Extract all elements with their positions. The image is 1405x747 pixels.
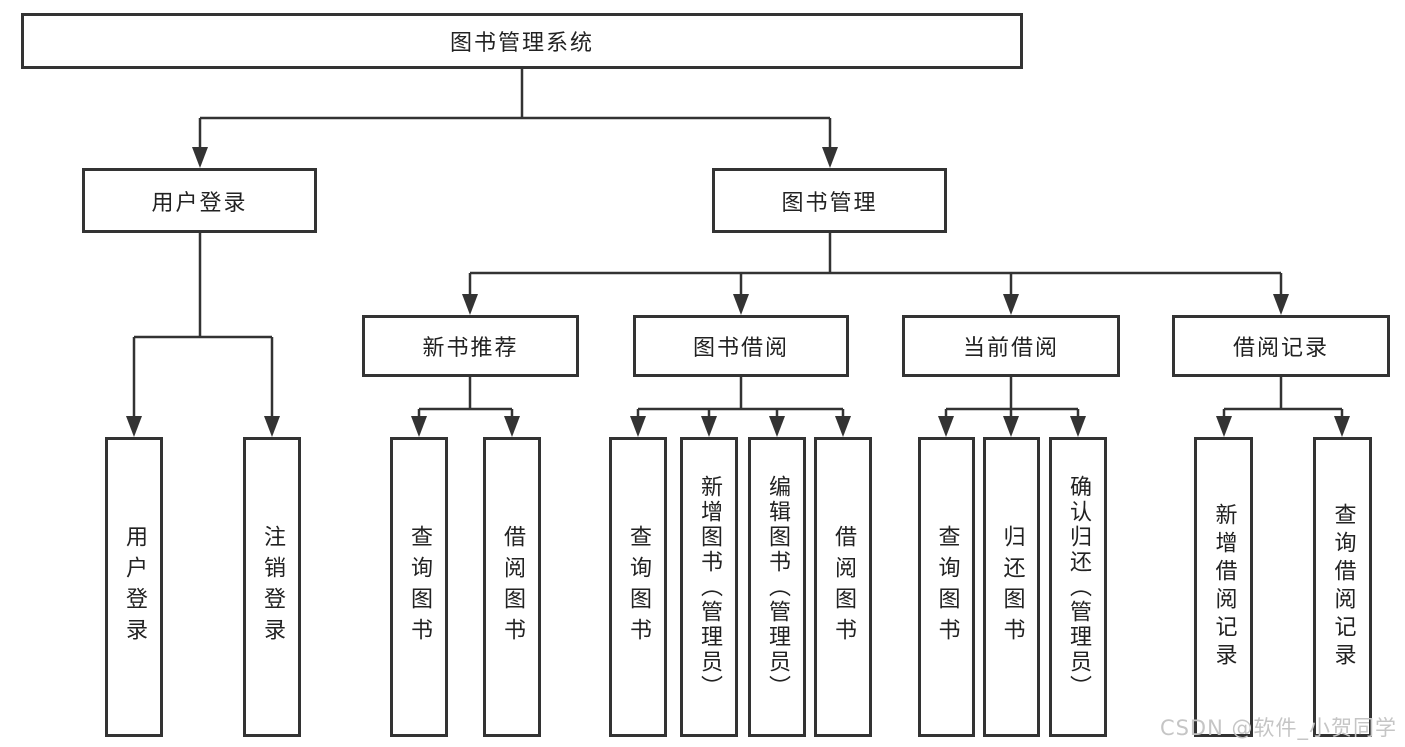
leaf-label: 确认归还（管理员） [1066,474,1091,700]
leaf-label: 借阅图书 [831,525,856,649]
leaf-label: 注销登录 [260,525,285,649]
node-root-system: 图书管理系统 [21,13,1023,69]
node-borrow-records: 借阅记录 [1172,315,1390,377]
leaf-label: 借阅图书 [500,525,525,649]
leaf-recommend-query-books: 查询图书 [390,437,448,737]
leaf-label: 查询图书 [934,525,960,649]
node-book-borrow: 图书借阅 [633,315,849,377]
leaf-records-query-borrow-record: 查询借阅记录 [1313,437,1372,737]
node-current-borrow: 当前借阅 [902,315,1120,377]
leaf-records-add-borrow-record: 新增借阅记录 [1194,437,1253,737]
leaf-label: 查询图书 [407,525,432,649]
leaf-current-query-books: 查询图书 [918,437,975,737]
leaf-user-login: 用户登录 [105,437,163,737]
leaf-logout: 注销登录 [243,437,301,737]
leaf-recommend-borrow-books: 借阅图书 [483,437,541,737]
csdn-watermark: CSDN @软件_小贺同学 [1159,716,1397,740]
leaf-label: 归还图书 [999,525,1025,649]
leaf-current-return-books: 归还图书 [983,437,1040,737]
node-new-book-recommend: 新书推荐 [362,315,579,377]
leaf-current-confirm-return-admin: 确认归还（管理员） [1049,437,1107,737]
leaf-borrow-borrow-books: 借阅图书 [814,437,872,737]
node-user-login: 用户登录 [82,168,317,233]
leaf-label: 编辑图书（管理员） [765,474,790,700]
leaf-label: 查询图书 [626,525,651,649]
leaf-borrow-add-books-admin: 新增图书（管理员） [680,437,738,737]
node-book-management: 图书管理 [712,168,947,233]
leaf-borrow-edit-books-admin: 编辑图书（管理员） [748,437,806,737]
leaf-label: 新增图书（管理员） [697,474,722,700]
leaf-label: 新增借阅记录 [1211,503,1237,671]
leaf-label: 查询借阅记录 [1330,503,1356,671]
leaf-label: 用户登录 [122,525,147,649]
leaf-borrow-query-books: 查询图书 [609,437,667,737]
